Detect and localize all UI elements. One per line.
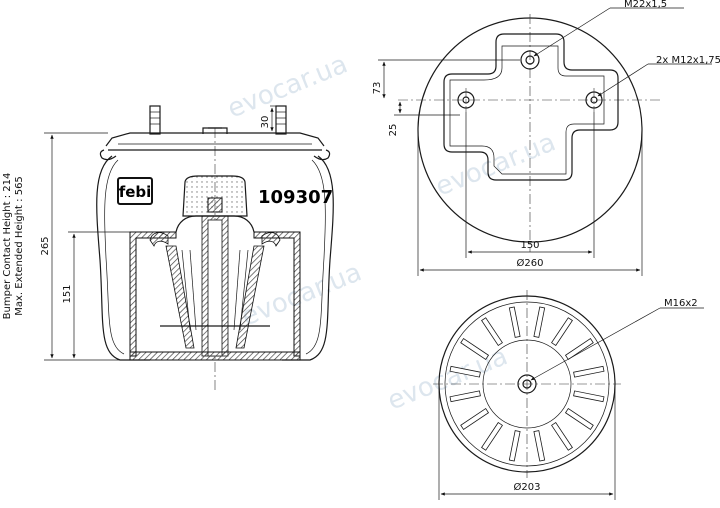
dim-piston-height: 151 <box>62 284 73 303</box>
bottom-rib <box>564 338 594 360</box>
bottom-thread-label: M16x2 <box>664 298 698 309</box>
side-view: febi 109307 265 151 30 Bumper Contact He… <box>2 105 334 392</box>
dim-overall-height: 265 <box>40 236 51 255</box>
bottom-rib <box>533 430 546 462</box>
left-crimp <box>99 149 117 161</box>
bottom-rib <box>564 408 594 430</box>
right-crimp <box>313 149 331 161</box>
bottom-rib <box>573 365 605 378</box>
center-thread-label: M22x1,5 <box>624 0 667 10</box>
bottom-rib <box>481 421 503 451</box>
bottom-rib <box>449 365 481 378</box>
dim-offset-73: 73 <box>372 82 383 95</box>
bottom-rib <box>508 306 521 338</box>
bottom-plate <box>129 351 301 361</box>
max-extended-label: Max. Extended Height : 565 <box>14 176 25 316</box>
bottom-rib <box>573 390 605 403</box>
bellow-left <box>96 155 150 361</box>
bellow-right <box>282 155 334 361</box>
center-stud-hole <box>520 50 540 70</box>
top-plate <box>105 132 325 147</box>
dim-stud-spacing: 150 <box>520 240 539 251</box>
bumper <box>182 175 248 217</box>
bumper-contact-label: Bumper Contact Height : 214 <box>2 173 13 320</box>
dim-offset-25: 25 <box>388 124 399 137</box>
bottom-view: M16x2 Ø203 <box>433 290 704 500</box>
bottom-rib <box>508 430 521 462</box>
brand-text: febi <box>119 183 152 201</box>
febi-logo <box>117 177 153 205</box>
top-plate-outline <box>443 33 619 181</box>
part-number: 109307 <box>258 187 333 208</box>
bottom-rib <box>460 338 490 360</box>
bottom-rib <box>551 421 573 451</box>
top-view: M22x1,5 2x M12x1,75 73 25 150 Ø260 <box>372 0 720 276</box>
dim-bottom-diameter: Ø203 <box>514 481 541 493</box>
bottom-rib <box>533 306 546 338</box>
watermark-text: evocar.ua <box>223 49 352 124</box>
watermark-text: evocar.ua <box>431 127 560 202</box>
left-stud <box>149 105 161 135</box>
side-thread-label: 2x M12x1,75 <box>656 55 720 66</box>
bottom-rib <box>460 408 490 430</box>
bottom-ribs <box>449 306 605 462</box>
bottom-rib <box>481 317 503 347</box>
dim-top-diameter: Ø260 <box>517 257 544 269</box>
bottom-rib <box>551 317 573 347</box>
right-stud <box>275 105 287 135</box>
dim-stud-height: 30 <box>260 116 271 129</box>
bottom-rib <box>449 390 481 403</box>
